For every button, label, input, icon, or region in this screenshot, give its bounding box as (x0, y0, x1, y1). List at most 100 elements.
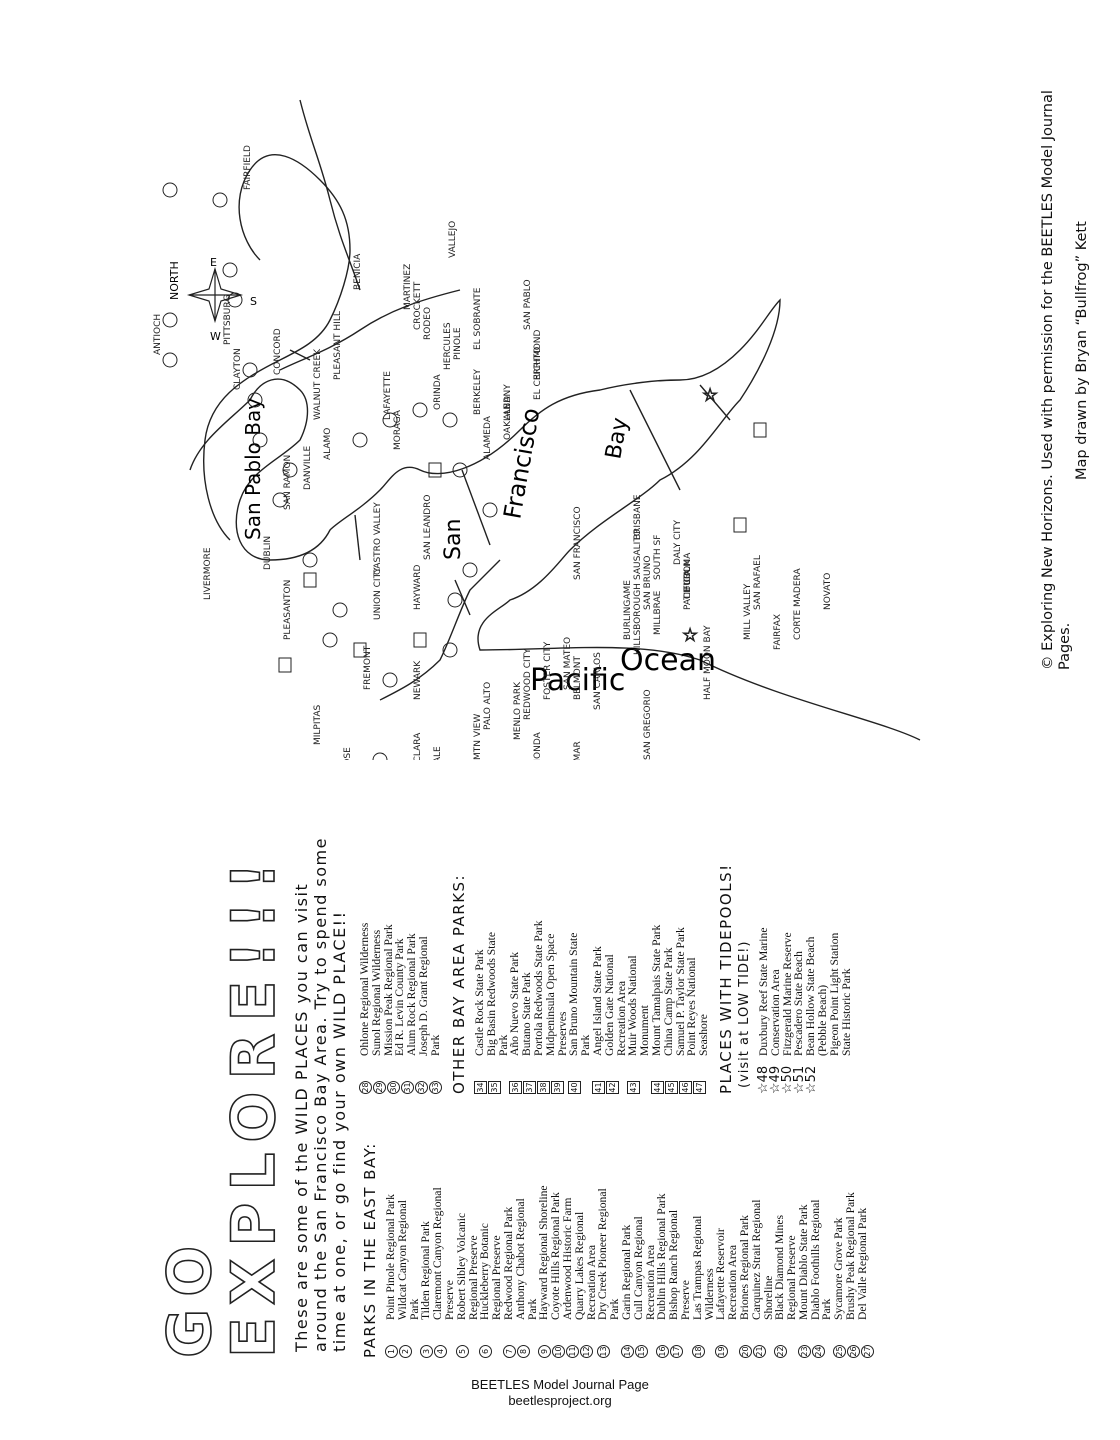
compass-south: S (250, 295, 257, 308)
city-label: MILL VALLEY (743, 583, 753, 640)
park-name: Briones Regional Park (737, 1215, 751, 1320)
richmond-bridge (354, 514, 361, 561)
park-marker-square (733, 517, 747, 533)
city-label: NOVATO (823, 573, 833, 610)
park-number-circle: 31 (401, 1081, 414, 1094)
page-footer: BEETLES Model Journal Page beetlesprojec… (0, 1377, 1120, 1409)
park-marker-circle (212, 192, 228, 208)
park-number-circle: 33 (429, 1081, 442, 1094)
park-marker-square (278, 657, 292, 673)
city-label: BELMONT (573, 656, 583, 700)
park-marker-circle (482, 502, 498, 518)
water-label-san-pablo-bay: San Pablo Bay (241, 398, 265, 540)
park-name: Portola Redwoods State Park (531, 920, 545, 1056)
park-number-square: 39 (551, 1081, 565, 1094)
park-marker-circle (352, 432, 368, 448)
park-marker-square (413, 632, 427, 648)
city-label: PITTSBURG (223, 294, 233, 345)
park-marker-circle (442, 642, 458, 658)
city-label: SAN BRUNO (643, 556, 653, 610)
park-name: Mount Diablo State Park (796, 1204, 810, 1320)
city-label: CONCORD (273, 328, 283, 375)
city-label: SAN LEANDRO (423, 495, 433, 561)
park-marker-circle (372, 752, 388, 760)
water-label-san: San (441, 519, 466, 560)
bay-bridge (461, 469, 491, 546)
park-name: San Bruno Mountain State (567, 932, 581, 1056)
city-label: ALBANY (503, 384, 513, 420)
city-label: SAN FRANCISCO (573, 506, 583, 580)
city-label: SAN GREGORIO (643, 689, 653, 760)
city-label: RODEO (423, 307, 433, 340)
city-label: SAUSALITO (633, 529, 643, 580)
park-number-circle: 6 (479, 1345, 493, 1358)
city-label: MARTINEZ (403, 264, 413, 310)
park-number-circle: 29 (373, 1081, 386, 1094)
park-number-square: 34 (474, 1081, 487, 1094)
park-number-square: 46 (678, 1081, 692, 1094)
park-number-circle: 26 (847, 1345, 861, 1358)
park-number-circle: 2 (399, 1345, 412, 1358)
park-marker-circle (162, 312, 178, 328)
park-number-circle: 17 (670, 1345, 684, 1358)
park-name: Sunol Regional Wilderness (369, 929, 383, 1056)
park-marker-square (753, 422, 767, 438)
park-marker-circle (282, 462, 298, 478)
city-label: PLEASANTON (283, 580, 293, 640)
park-marker-square (353, 642, 367, 658)
section-heading-other-parks: OTHER BAY AREA PARKS: (450, 873, 468, 1094)
park-number-circle: 32 (415, 1081, 428, 1094)
park-number-square: 45 (664, 1081, 678, 1094)
park-marker-circle (442, 412, 458, 428)
city-label: HERCULES (443, 322, 453, 370)
park-number-square: 43 (627, 1081, 641, 1094)
park-number-circle: 14 (620, 1345, 634, 1358)
park-number-circle: 24 (811, 1345, 825, 1358)
park-number-square: 37 (523, 1081, 537, 1094)
park-number-square: 38 (537, 1081, 551, 1094)
compass-rose-icon (186, 266, 244, 324)
park-number-circle: 20 (738, 1345, 752, 1358)
footer-url[interactable]: beetlesproject.org (508, 1393, 612, 1408)
intro-line: around the San Francisco Bay Area. Try t… (311, 837, 330, 1352)
city-label: SOUTH SF (653, 535, 663, 580)
park-marker-circle (247, 392, 263, 408)
city-label: FAIRFAX (773, 614, 783, 650)
city-label: ORINDA (433, 374, 443, 410)
city-label: MILPITAS (313, 705, 323, 745)
park-number-circle: 4 (434, 1345, 448, 1358)
city-label: BURLINGAME (623, 580, 633, 640)
city-label: CORTE MADERA (793, 568, 803, 640)
park-name: Carquinez Strait Regional (749, 1199, 763, 1320)
city-label: EL CERRITO (533, 347, 543, 400)
city-label: SAN CARLOS (593, 652, 603, 710)
city-label: LOMA MAR (573, 741, 583, 760)
tidepool-note: (visit at LOW TIDE!) (736, 940, 752, 1088)
park-name: China Camp State Park (661, 947, 675, 1056)
city-label: FREMONT (363, 645, 373, 690)
city-label: LAFAYETTE (383, 371, 393, 420)
park-name: (Pebble Beach) (815, 984, 829, 1056)
city-label: SANTA CLARA (413, 732, 423, 760)
san-mateo-bridge (629, 389, 681, 491)
park-number-star-icon: ☆52 (803, 1065, 819, 1094)
tidepool-star-icon: ☆ (702, 385, 718, 406)
city-label: HAYWARD (413, 564, 423, 610)
city-label: PALO ALTO (483, 682, 493, 730)
park-number-circle: 7 (502, 1345, 516, 1358)
park-number-square: 44 (650, 1081, 664, 1094)
compass-east: E (210, 256, 217, 269)
park-number-square: 41 (591, 1081, 605, 1094)
